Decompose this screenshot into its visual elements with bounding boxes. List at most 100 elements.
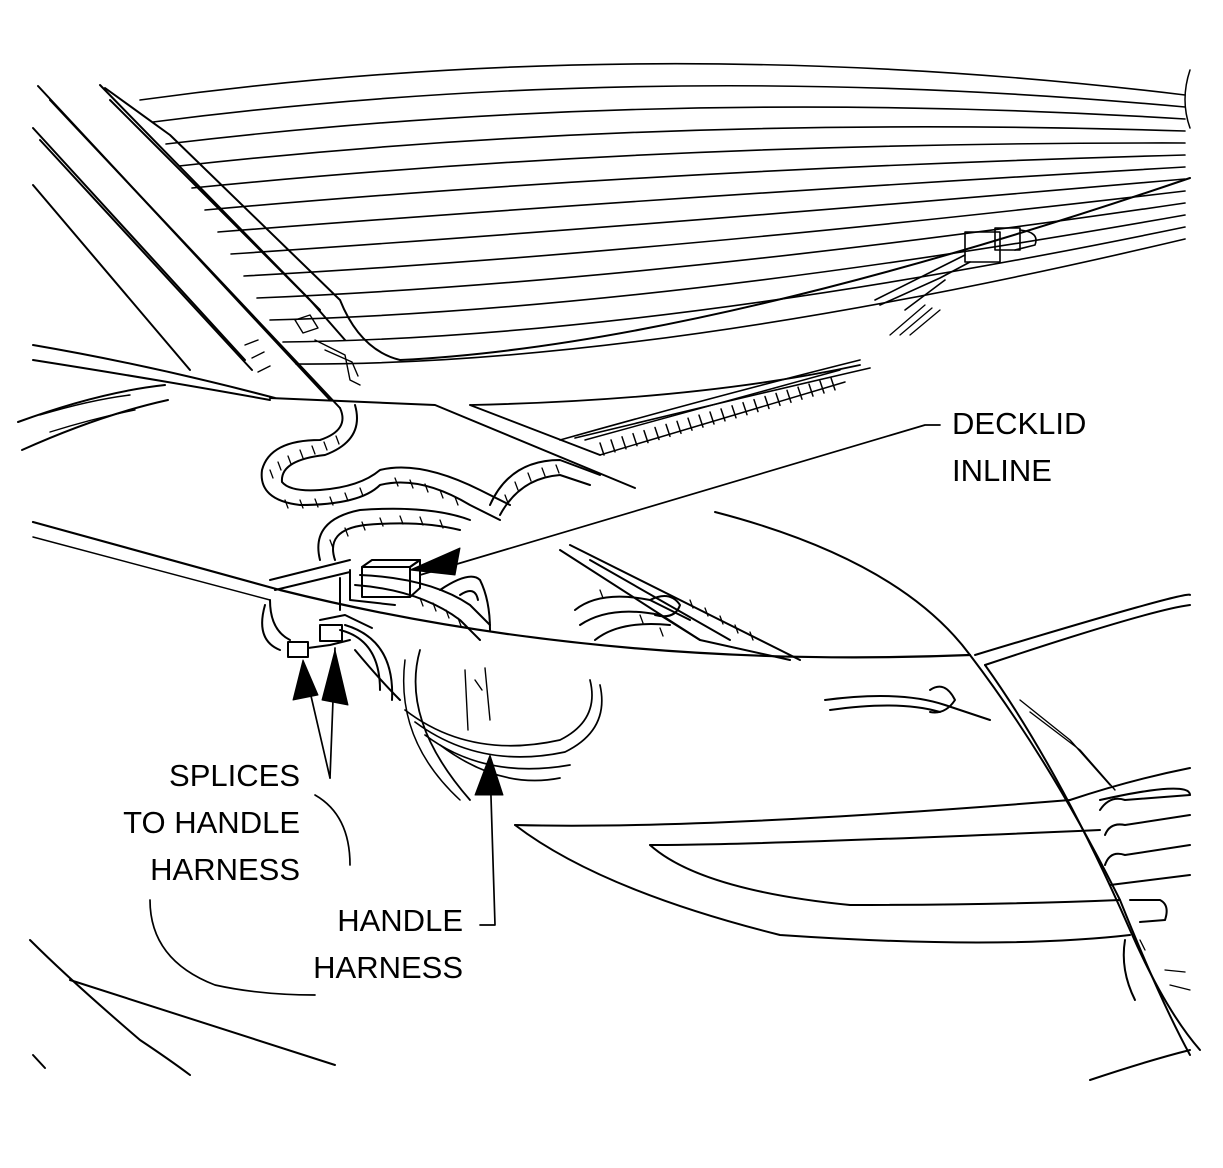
conduit-rib	[445, 609, 450, 619]
conduit-rib	[504, 494, 509, 504]
terminal-strip-tick	[819, 380, 825, 394]
defogger-grid-line	[217, 166, 1186, 233]
terminal-strip-tick	[753, 398, 759, 413]
defogger-terminal-strip	[584, 369, 846, 456]
left-body-panel	[17, 84, 361, 451]
terminal-strip-tick	[797, 386, 803, 400]
leader-lines	[149, 424, 941, 996]
conduit-rib	[284, 499, 289, 509]
handle-harness-label: HANDLE HARNESS	[300, 897, 463, 991]
conduit-rib	[659, 627, 664, 637]
splices-label: SPLICES TO HANDLE HARNESS	[100, 752, 300, 893]
terminal-strip-tick	[599, 442, 605, 456]
decklid-inline-label: DECKLID INLINE	[952, 400, 1086, 494]
terminal-strip-tick	[764, 395, 770, 410]
splices-label-line3: HARNESS	[150, 852, 300, 887]
conduit-rib	[379, 517, 384, 527]
conduit-rib	[359, 487, 364, 497]
conduit-rib	[424, 483, 429, 493]
defogger-grid-lines	[139, 62, 1186, 365]
conduit-rib	[409, 479, 414, 489]
conduit-rib	[329, 539, 334, 549]
decklid-inline-label-line2: INLINE	[952, 453, 1052, 488]
wiring-harness-conduit	[260, 404, 801, 661]
terminal-strip-tick	[742, 401, 748, 416]
splices-label-line1: SPLICES	[169, 758, 300, 793]
conduit-rib	[277, 461, 282, 471]
defogger-grid-line	[152, 84, 1186, 123]
terminal-strip-tick	[676, 420, 682, 435]
conduit-rib	[719, 615, 724, 625]
conduit-rib	[329, 496, 334, 506]
terminal-strip-tick	[687, 417, 693, 431]
terminal-strip-tick	[621, 436, 627, 450]
terminal-strip-tick	[610, 439, 616, 453]
conduit-rib	[432, 602, 437, 612]
conduit-rib	[394, 477, 399, 487]
rear-bumper-fascia	[29, 799, 1131, 1076]
conduit-rib	[454, 496, 459, 506]
conduit-rib	[527, 472, 532, 482]
defogger-grid-line	[165, 106, 1186, 145]
conduit-rib	[314, 498, 319, 508]
conduit-rib	[344, 492, 349, 502]
conduit-rib	[639, 614, 644, 624]
arrow-splice-2	[321, 649, 349, 706]
conduit-rib	[361, 521, 366, 531]
arrowheads	[292, 547, 504, 796]
conduit-rib	[419, 597, 424, 607]
terminal-strip-tick	[731, 405, 737, 419]
arrow-decklid-inline	[409, 547, 461, 576]
conduit-rib	[457, 617, 462, 627]
handle-harness-arc	[404, 667, 603, 782]
conduit-rib	[419, 516, 424, 526]
conduit-rib	[734, 624, 739, 634]
conduit-rib	[599, 589, 604, 599]
conduit-rib	[704, 607, 709, 617]
arrow-splice-1	[292, 659, 319, 701]
defogger-grid-line	[256, 202, 1186, 299]
defogger-grid-line	[178, 126, 1186, 167]
decklid-panel	[31, 359, 972, 801]
defogger-grid-line	[295, 238, 1186, 365]
terminal-strip-tick	[830, 377, 836, 391]
splice-connectors	[261, 599, 401, 701]
conduit-rib	[323, 441, 328, 451]
conduit-rib	[335, 435, 340, 445]
defogger-grid-line	[269, 214, 1186, 321]
terminal-strip-tick	[808, 383, 814, 397]
defogger-lead-connector	[874, 227, 1037, 336]
terminal-strip-tick	[698, 414, 704, 428]
terminal-strip-tick	[654, 426, 660, 441]
conduit-rib	[344, 527, 349, 537]
defogger-grid-line	[230, 178, 1186, 255]
arrow-handle-harness	[474, 754, 504, 796]
conduit-rib	[749, 631, 754, 641]
terminal-strip-tick	[786, 389, 792, 404]
decklid-inline-label-line1: DECKLID	[952, 406, 1087, 441]
handle-harness-label-line1: HANDLE	[337, 903, 463, 938]
terminal-strip-tick	[643, 429, 649, 444]
conduit-rib	[299, 449, 304, 459]
conduit-rib	[555, 464, 560, 474]
conduit-rib	[299, 499, 304, 509]
defogger-grid-line	[282, 226, 1186, 343]
terminal-strip-tick	[775, 392, 781, 407]
defogger-grid-line	[139, 62, 1186, 101]
quarter-panel-and-tail-lamp	[824, 593, 1201, 1081]
splices-label-line2: TO HANDLE	[123, 805, 300, 840]
rear-window	[104, 62, 1191, 365]
conduit-rib	[439, 489, 444, 499]
conduit-rib	[311, 445, 316, 455]
conduit-rib	[399, 515, 404, 525]
conduit-rib	[689, 599, 694, 609]
terminal-strip-tick	[632, 432, 638, 447]
conduit-rib	[439, 519, 444, 529]
defogger-grid-line	[204, 154, 1186, 211]
handle-harness-label-line2: HARNESS	[313, 950, 463, 985]
conduit-rib	[514, 481, 519, 491]
terminal-strip-tick	[665, 423, 671, 438]
defogger-grid-line	[191, 142, 1186, 189]
conduit-rib	[269, 469, 274, 479]
